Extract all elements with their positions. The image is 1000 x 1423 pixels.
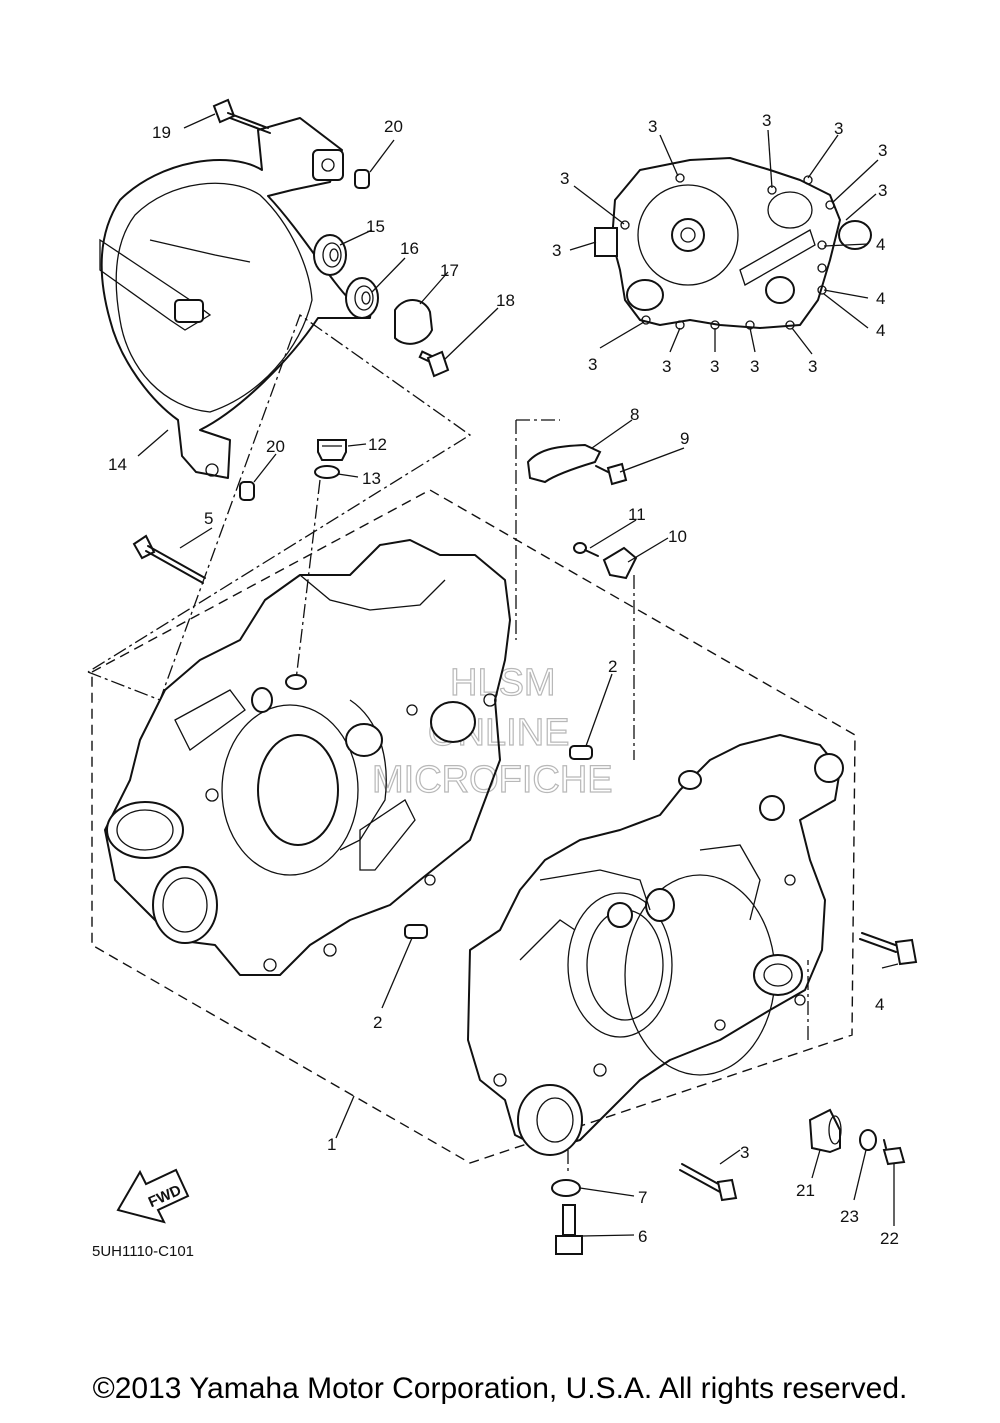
plug-part-12 — [317, 439, 347, 461]
dowel-pin-part-20-upper — [354, 169, 370, 189]
forward-direction-arrow: FWD — [116, 1168, 190, 1224]
callout-1: 1 — [327, 1135, 336, 1154]
washer-part-23 — [859, 1129, 877, 1151]
screw-part-22 — [882, 1139, 906, 1166]
retainer-plate-part-17 — [394, 299, 434, 345]
screw-part-9 — [595, 462, 628, 486]
dowel-pin-part-2-upper — [569, 745, 593, 760]
screw-part-11 — [573, 542, 599, 557]
dowel-pin-part-20-lower — [239, 481, 255, 501]
washer-part-7 — [551, 1179, 581, 1197]
bolt-part-5 — [132, 534, 206, 584]
callout-16: 16 — [400, 239, 419, 258]
callout-3-view-bottom-4: 3 — [750, 357, 759, 376]
callout-3-view-top-5: 3 — [878, 181, 887, 200]
bolt-part-3 — [679, 1163, 738, 1202]
bracket-part-8 — [526, 443, 602, 484]
seal-part-21 — [808, 1108, 842, 1154]
drain-bolt-part-6 — [555, 1204, 583, 1255]
callout-2-lower: 2 — [373, 1013, 382, 1032]
callout-20-lower: 20 — [266, 437, 285, 456]
callout-3-view-left-1: 3 — [560, 169, 569, 188]
callout-3-view-bottom-3: 3 — [710, 357, 719, 376]
assembly-lines — [87, 313, 809, 1175]
callout-5: 5 — [204, 509, 213, 528]
callout-21: 21 — [796, 1181, 815, 1200]
callout-3-view-bottom-5: 3 — [808, 357, 817, 376]
bearing-part-15 — [313, 234, 347, 276]
callout-18: 18 — [496, 291, 515, 310]
callout-3-view-top-2: 3 — [762, 111, 771, 130]
callout-7: 7 — [638, 1188, 647, 1207]
gasket-part-13 — [314, 465, 340, 479]
leader-lines — [137, 113, 899, 1237]
callout-3-main: 3 — [740, 1143, 749, 1162]
callout-14: 14 — [108, 455, 127, 474]
copyright-notice: ©2013 Yamaha Motor Corporation, U.S.A. A… — [92, 1372, 908, 1405]
callout-3-view-left-2: 3 — [552, 241, 561, 260]
callout-2-upper: 2 — [608, 657, 617, 676]
callout-labels: 19 20 15 16 17 18 14 20 12 13 5 8 9 11 1… — [108, 111, 899, 1248]
callout-23: 23 — [840, 1207, 859, 1226]
callout-19: 19 — [152, 123, 171, 142]
bolt-part-4 — [859, 932, 918, 966]
crankcase-bolt-location-view — [594, 157, 872, 330]
callout-4-main: 4 — [875, 995, 884, 1014]
callout-6: 6 — [638, 1227, 647, 1246]
bearing-part-16 — [345, 277, 379, 319]
callout-3-view-bottom-2: 3 — [662, 357, 671, 376]
callout-20-upper: 20 — [384, 117, 403, 136]
callout-17: 17 — [440, 261, 459, 280]
callout-11: 11 — [628, 505, 646, 524]
callout-22: 22 — [880, 1229, 899, 1248]
screw-part-18 — [418, 350, 450, 378]
callout-3-view-top-4: 3 — [878, 141, 887, 160]
crankcase-cover-part-14 — [99, 117, 373, 479]
callout-3-view-top-3: 3 — [834, 119, 843, 138]
bolt-part-19 — [212, 98, 271, 134]
right-crankcase-half — [467, 734, 844, 1156]
callout-8: 8 — [630, 405, 639, 424]
clamp-part-10 — [602, 546, 638, 580]
callout-10: 10 — [668, 527, 687, 546]
dowel-pin-part-2-lower — [404, 924, 428, 939]
diagram-code: 5UH1110-C101 — [92, 1243, 194, 1260]
callout-4-view-1: 4 — [876, 235, 885, 254]
callout-13: 13 — [362, 469, 381, 488]
callout-9: 9 — [680, 429, 689, 448]
callout-12: 12 — [368, 435, 387, 454]
callout-4-view-2: 4 — [876, 289, 885, 308]
callout-4-view-3: 4 — [876, 321, 885, 340]
left-crankcase-half — [104, 539, 511, 976]
callout-3-view-bottom-1: 3 — [588, 355, 597, 374]
callout-15: 15 — [366, 217, 385, 236]
crankcase-assembly-outline — [91, 489, 856, 1164]
callout-3-view-top-1: 3 — [648, 117, 657, 136]
